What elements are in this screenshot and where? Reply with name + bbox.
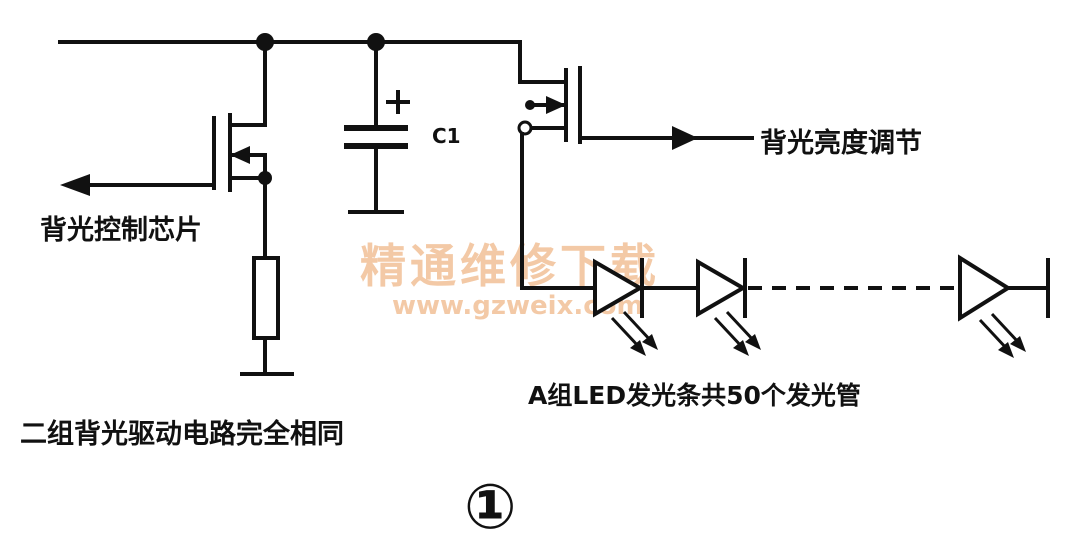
led-1 xyxy=(593,258,658,356)
output-label: 背光亮度调节 xyxy=(760,127,922,159)
capacitor-label: C1 xyxy=(432,124,461,148)
led-2 xyxy=(696,258,761,356)
capacitor-c1 xyxy=(344,40,410,214)
control-chip-label: 背光控制芯片 xyxy=(40,215,202,246)
junction-dot xyxy=(525,100,535,110)
left-mosfet xyxy=(60,40,267,196)
figure-number: ① xyxy=(464,470,517,543)
junction-dot xyxy=(517,120,533,136)
arrow-right-icon xyxy=(672,126,698,150)
led-last xyxy=(958,254,1050,358)
resistor xyxy=(240,153,294,376)
led-group-label: A组LED发光条共50个发光管 xyxy=(528,381,861,410)
right-mosfet xyxy=(518,40,754,150)
arrow-left-icon xyxy=(60,174,90,196)
note-label: 二组背光驱动电路完全相同 xyxy=(20,418,344,450)
